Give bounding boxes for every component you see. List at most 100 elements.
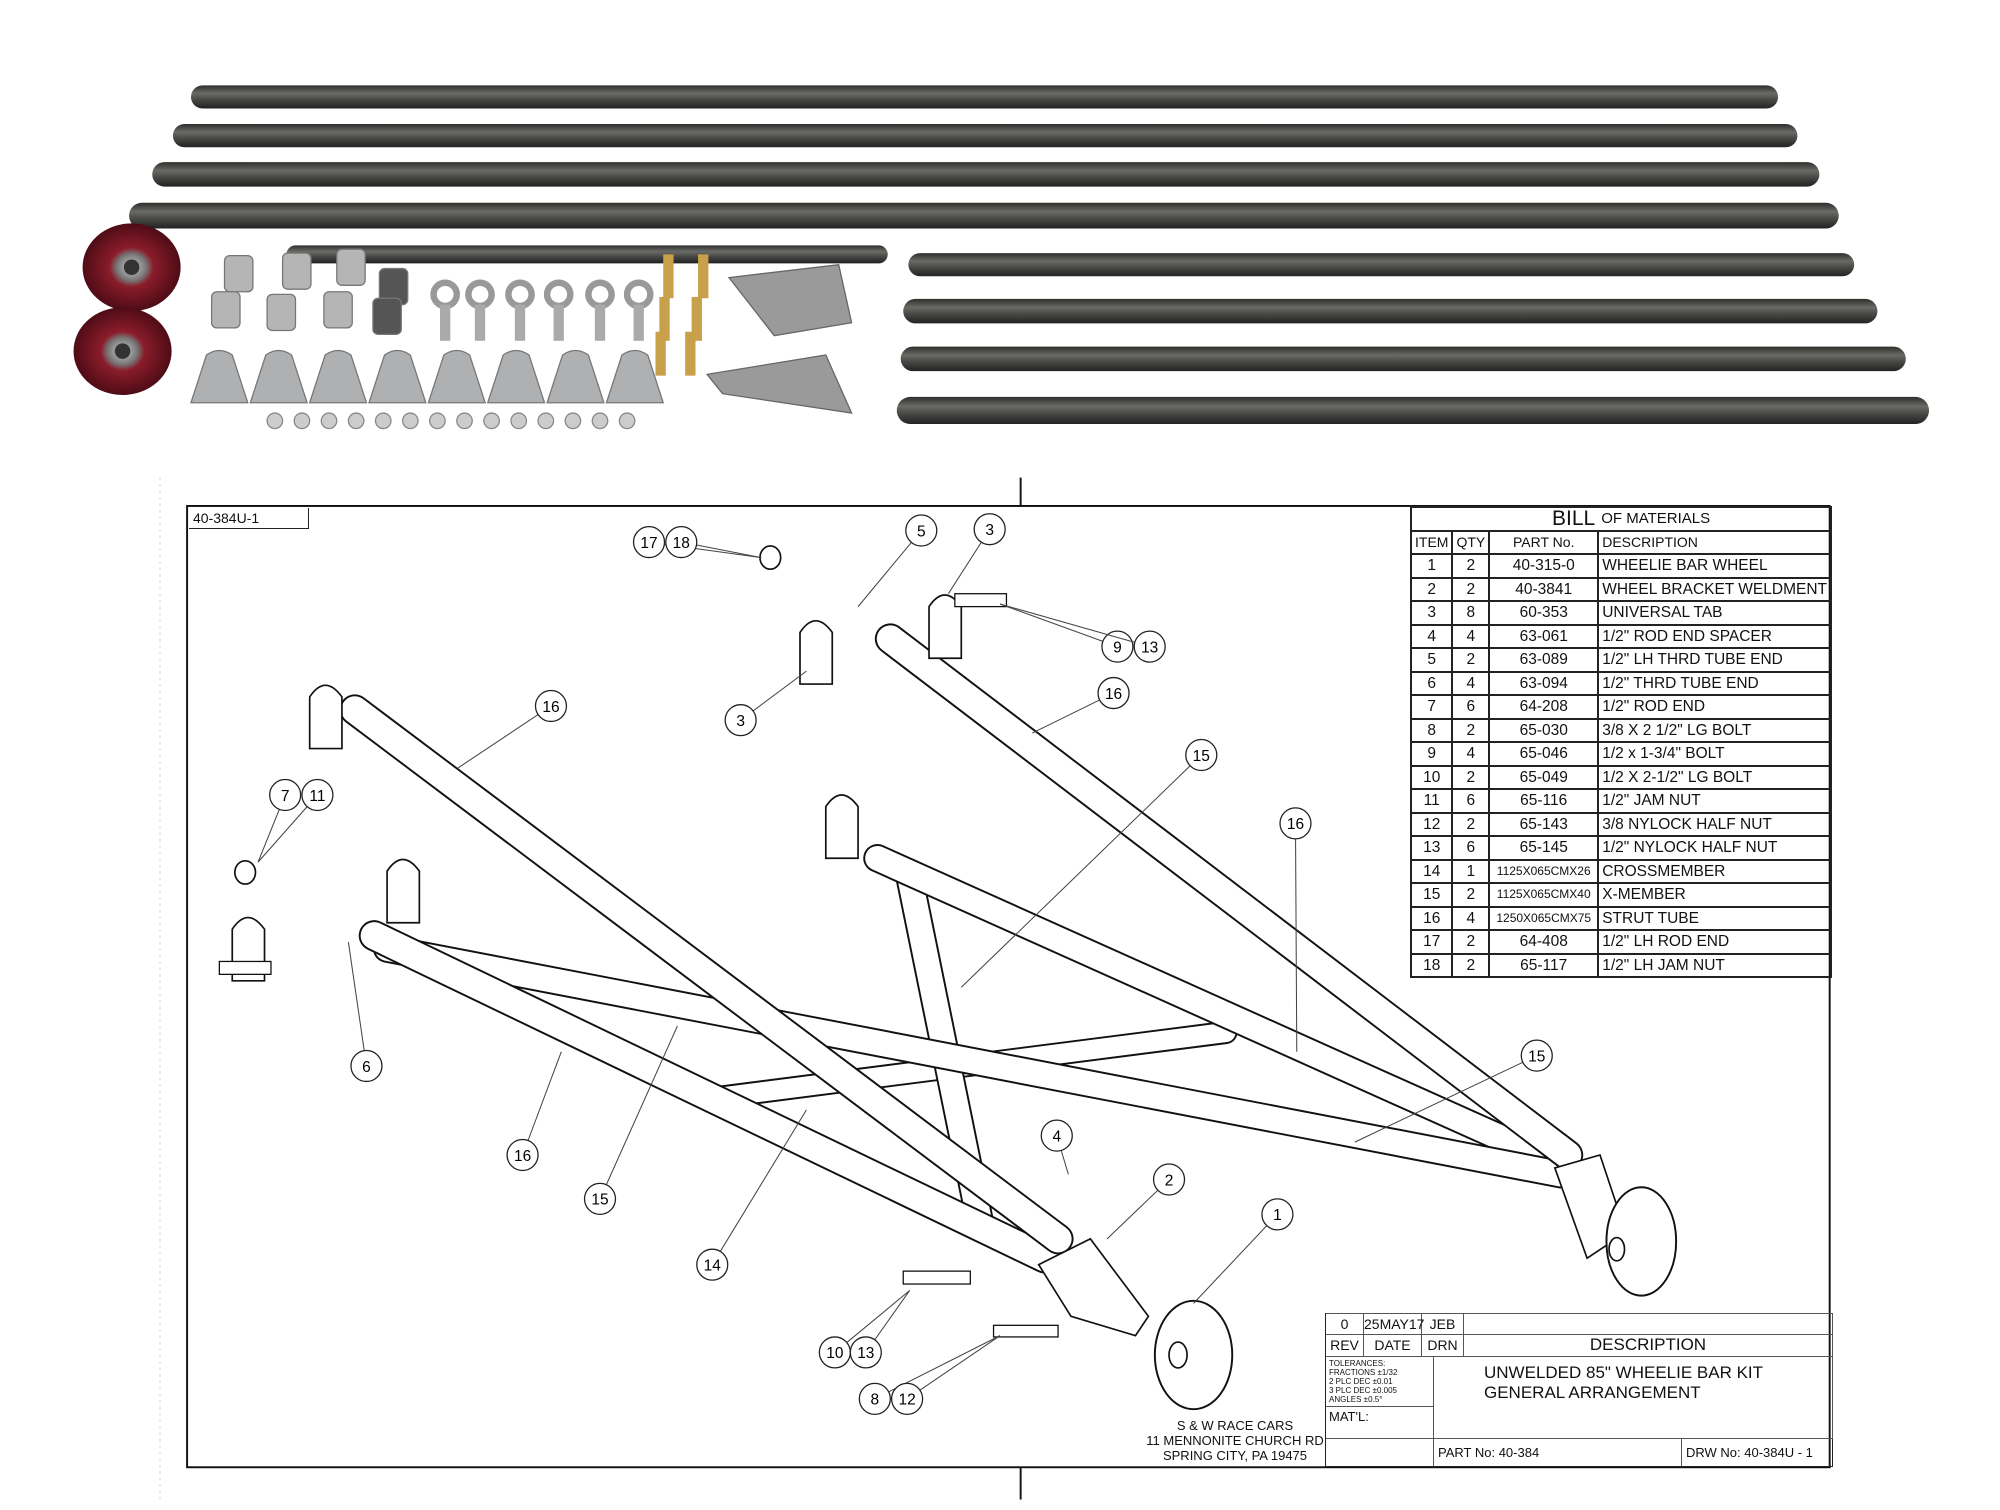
bom-item: 1 — [1409, 553, 1454, 579]
bom-item: 13 — [1409, 835, 1454, 861]
bom-header-qty: QTY — [1451, 529, 1491, 555]
bom-part-number: 40-315-0 — [1488, 553, 1600, 579]
nut — [401, 412, 419, 430]
material-label: MAT'L: — [1326, 1407, 1434, 1439]
bolt — [992, 1324, 1059, 1338]
balloon-number: 12 — [898, 1392, 915, 1409]
drn-value: JEB — [1422, 1313, 1464, 1335]
wheel-hub — [1168, 1341, 1188, 1369]
company-address-line2: SPRING CITY, PA 19475 — [1162, 1448, 1308, 1463]
bom-item: 15 — [1409, 882, 1454, 908]
bom-description: WHEEL BRACKET WELDMENT — [1597, 576, 1832, 602]
rod-end — [623, 279, 654, 310]
leader-line — [947, 541, 982, 594]
tube-end — [210, 291, 241, 329]
bom-qty: 2 — [1451, 553, 1491, 579]
leader-line — [457, 714, 539, 769]
rod-end — [505, 279, 535, 310]
bom-part-number: 63-061 — [1488, 623, 1600, 649]
leader-line — [257, 809, 280, 863]
bom-part-number: 65-116 — [1488, 788, 1600, 814]
tab — [308, 684, 343, 750]
bom-qty: 2 — [1451, 811, 1491, 837]
item-balloon — [1152, 1163, 1186, 1196]
tube-end — [323, 291, 353, 329]
leader-line — [1032, 699, 1100, 734]
nut — [591, 412, 609, 430]
balloon-number: 15 — [591, 1192, 608, 1209]
balloon-number: 16 — [514, 1148, 531, 1165]
nut — [456, 412, 473, 430]
tube-end — [223, 255, 254, 293]
nut — [347, 412, 365, 430]
steel-tube — [129, 202, 1839, 229]
balloon-number: 9 — [1113, 639, 1122, 656]
bom-item: 12 — [1409, 811, 1454, 837]
tab — [799, 619, 834, 685]
company-address: S & W RACE CARS 11 MENNONITE CHURCH RD S… — [1120, 1418, 1350, 1463]
bom-header-description: DESCRIPTION — [1597, 529, 1832, 555]
wheel — [1605, 1186, 1678, 1297]
bom-description: 1/2" THRD TUBE END — [1597, 670, 1832, 696]
rod-end-shank — [553, 304, 564, 341]
bom-qty: 2 — [1451, 764, 1491, 790]
item-balloon — [534, 689, 568, 723]
bill-of-materials: BILL OF MATERIALS ITEM QTY PART No. DESC… — [1409, 506, 1832, 978]
steel-tube — [152, 162, 1820, 187]
bom-qty: 2 — [1451, 929, 1491, 955]
balloon-number: 18 — [673, 535, 690, 552]
rod-end-shank — [633, 304, 644, 341]
item-balloon — [1101, 630, 1134, 663]
item-balloon — [973, 513, 1006, 546]
wheel-hub — [114, 343, 131, 359]
leader-line — [696, 544, 762, 559]
item-balloon — [583, 1182, 617, 1216]
bom-description: 1/2" JAM NUT — [1597, 788, 1832, 814]
bom-part-number: 63-089 — [1488, 647, 1600, 673]
rev-value: 0 — [1326, 1313, 1364, 1335]
bom-part-number: 40-3841 — [1488, 576, 1600, 602]
bom-part-number: 65-143 — [1488, 811, 1600, 837]
leader-line — [1060, 1150, 1069, 1175]
bom-part-number: 65-030 — [1488, 717, 1600, 743]
steel-tube — [286, 245, 888, 264]
item-balloon — [724, 704, 757, 737]
item-balloon — [1097, 676, 1130, 710]
bom-part-number: 1125X065CMX40 — [1488, 882, 1600, 908]
description-line-2: GENERAL ARRANGEMENT — [1484, 1383, 1701, 1402]
brass-bolt — [691, 296, 702, 341]
balloon-number: 16 — [1287, 816, 1304, 833]
item-balloon — [269, 778, 302, 812]
bom-description: 1/2 x 1-3/4" BOLT — [1597, 741, 1832, 767]
bom-item: 11 — [1409, 788, 1454, 814]
bom-item: 10 — [1409, 764, 1454, 790]
parts-photo — [73, 85, 1930, 430]
nut — [564, 412, 582, 430]
brass-bolt — [698, 254, 709, 299]
bom-description: CROSSMEMBER — [1597, 858, 1832, 884]
item-balloon — [1279, 807, 1312, 840]
balloon-number: 13 — [857, 1345, 874, 1362]
bom-part-number: 65-046 — [1488, 741, 1600, 767]
item-balloon — [1185, 738, 1218, 772]
bom-part-number: 64-208 — [1488, 694, 1600, 720]
universal-tab — [486, 349, 546, 404]
tube-end — [266, 293, 297, 332]
bom-item: 8 — [1409, 717, 1454, 743]
nut — [429, 412, 446, 430]
wheel-bracket — [727, 263, 853, 337]
leader-line — [960, 765, 1191, 988]
bom-qty: 2 — [1451, 952, 1491, 978]
rod-end-shank — [474, 304, 486, 341]
bom-qty: 2 — [1451, 576, 1491, 602]
